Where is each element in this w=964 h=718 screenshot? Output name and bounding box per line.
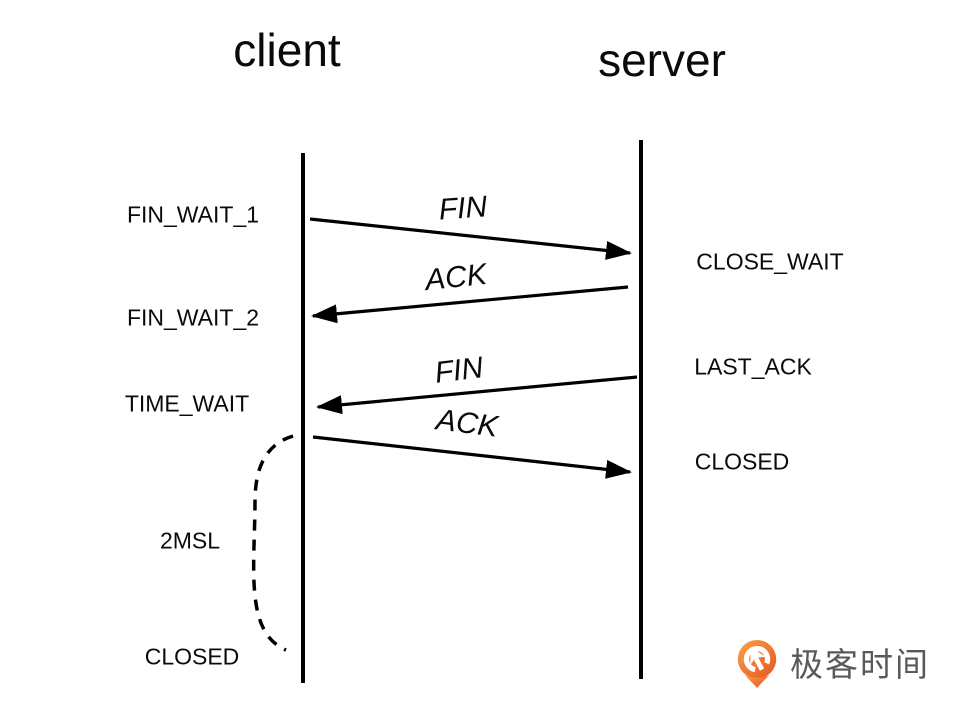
server-lifeline-title: server bbox=[598, 34, 726, 86]
state-closed-server: CLOSED bbox=[694, 448, 790, 475]
state-time-wait: TIME_WAIT bbox=[124, 390, 250, 417]
message-label-fin-2: FIN bbox=[432, 351, 485, 390]
ack-2-arrow bbox=[312, 435, 632, 479]
message-label-ack-2: ACK bbox=[434, 403, 500, 444]
fin-1-arrow bbox=[309, 217, 632, 260]
state-close-wait: CLOSE_WAIT bbox=[696, 248, 844, 275]
state-closed-client: CLOSED bbox=[144, 643, 240, 670]
message-label-fin-1: FIN bbox=[437, 190, 489, 227]
message-label-ack-1: ACK bbox=[423, 257, 489, 298]
geektime-logo-icon bbox=[737, 639, 777, 689]
state-last-ack: LAST_ACK bbox=[694, 353, 812, 380]
geektime-logo: 极客时间 bbox=[735, 639, 930, 689]
ack-1-arrow bbox=[311, 285, 629, 324]
fin-2-arrow bbox=[316, 375, 638, 415]
label-2msl: 2MSL bbox=[159, 527, 221, 554]
2msl-dashed-brace bbox=[251, 434, 294, 652]
geektime-logo-text: 极客时间 bbox=[790, 645, 930, 683]
state-fin-wait-2: FIN_WAIT_2 bbox=[126, 304, 260, 331]
state-fin-wait-1: FIN_WAIT_1 bbox=[126, 201, 260, 228]
client-lifeline-title: client bbox=[233, 24, 341, 76]
